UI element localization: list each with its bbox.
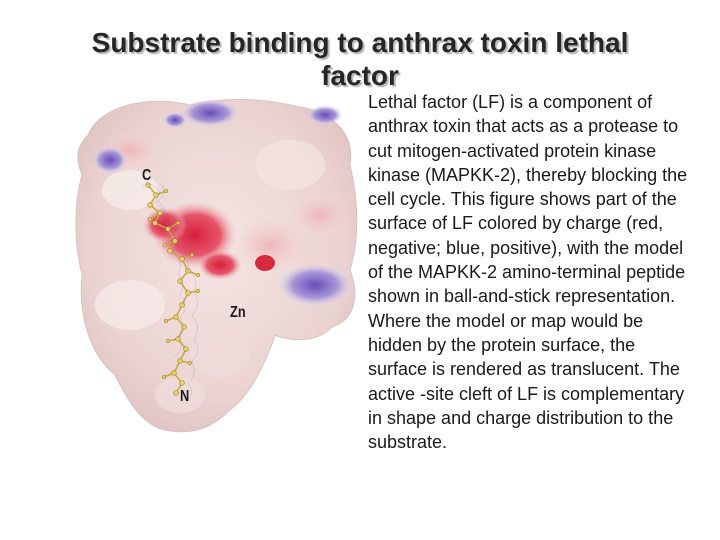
n-terminus-label: N xyxy=(180,388,190,405)
zinc-label: Zn xyxy=(230,304,246,321)
figure-description: Lethal factor (LF) is a component of ant… xyxy=(368,92,688,453)
slide-title: Substrate binding to anthrax toxin letha… xyxy=(91,27,629,91)
peptide-atoms xyxy=(145,182,201,396)
c-terminus-label: C xyxy=(142,167,152,184)
protein-surface-image xyxy=(75,98,358,433)
protein-surface-figure: C Zn N xyxy=(70,95,370,465)
